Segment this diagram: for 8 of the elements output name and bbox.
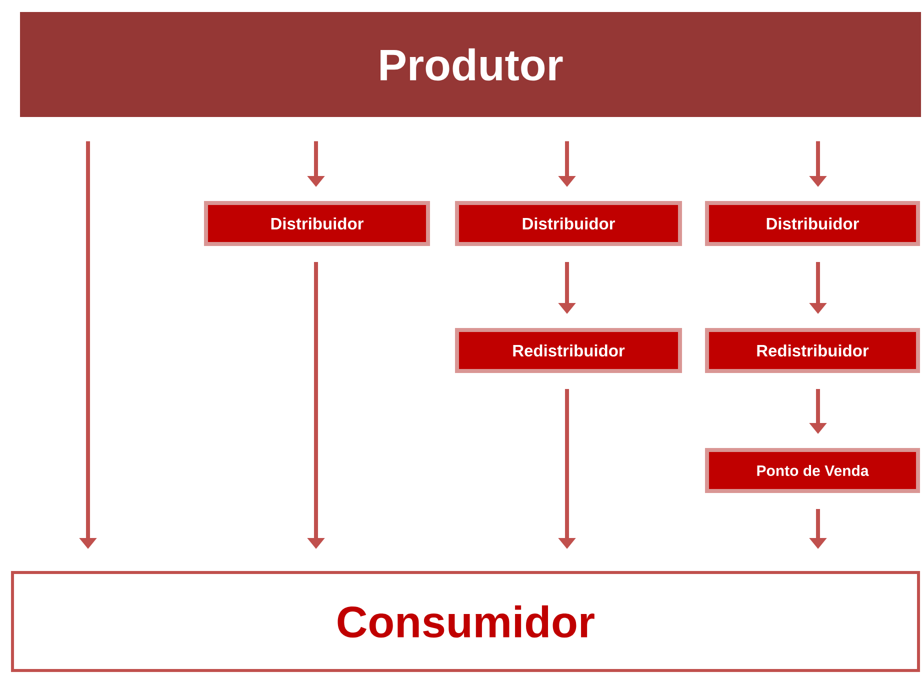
process-box: Redistribuidor	[705, 328, 920, 373]
process-box: Distribuidor	[455, 201, 682, 246]
process-box: Distribuidor	[204, 201, 430, 246]
process-box: Ponto de Venda	[705, 448, 920, 493]
consumer-box: Consumidor	[11, 571, 920, 672]
band-header: Produtor	[20, 12, 921, 117]
process-box: Distribuidor	[705, 201, 920, 246]
process-box: Redistribuidor	[455, 328, 682, 373]
